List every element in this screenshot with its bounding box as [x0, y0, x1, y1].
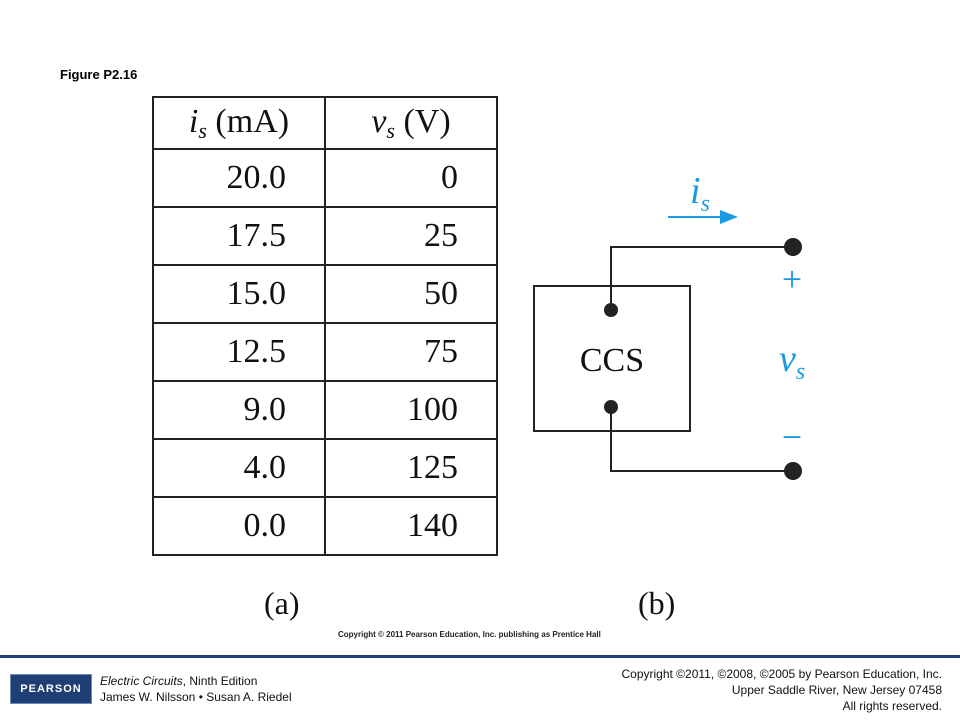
- current-cell: 0.0: [152, 496, 326, 556]
- current-cell: 20.0: [152, 148, 326, 208]
- voltage-cell: 100: [324, 380, 498, 440]
- book-edition: , Ninth Edition: [182, 674, 258, 688]
- header-current: is (mA): [152, 96, 326, 150]
- rights-line-1: Copyright ©2011, ©2008, ©2005 by Pearson…: [621, 667, 942, 681]
- voltage-label: vs: [779, 338, 805, 385]
- plus-sign: +: [782, 259, 802, 299]
- book-info: Electric Circuits, Ninth Edition James W…: [100, 673, 292, 705]
- current-cell: 9.0: [152, 380, 326, 440]
- bottom-wire: [610, 407, 793, 472]
- minus-sign: −: [782, 417, 802, 457]
- current-label: is: [690, 170, 710, 217]
- rights-line-3: All rights reserved.: [842, 699, 942, 713]
- rights-block: Copyright ©2011, ©2008, ©2005 by Pearson…: [621, 666, 942, 714]
- top-terminal: [784, 238, 802, 256]
- current-cell: 12.5: [152, 322, 326, 382]
- caption-b: (b): [638, 585, 676, 621]
- voltage-cell: 0: [324, 148, 498, 208]
- bottom-terminal: [784, 462, 802, 480]
- footer-divider: [0, 655, 960, 658]
- current-cell: 4.0: [152, 438, 326, 498]
- top-wire: [610, 246, 793, 310]
- voltage-cell: 75: [324, 322, 498, 382]
- ccs-circuit-diagram: is CCS + vs −: [533, 170, 805, 480]
- caption-a: (a): [264, 585, 300, 621]
- ccs-label: CCS: [580, 342, 644, 379]
- voltage-cell: 25: [324, 206, 498, 266]
- book-title: Electric Circuits: [100, 674, 183, 688]
- voltage-cell: 125: [324, 438, 498, 498]
- figure-title: Figure P2.16: [60, 67, 138, 82]
- rights-line-2: Upper Saddle River, New Jersey 07458: [731, 683, 942, 697]
- copyright-notice: Copyright © 2011 Pearson Education, Inc.…: [338, 630, 601, 639]
- header-voltage: vs (V): [324, 96, 498, 150]
- table-header-row: is (mA) vs (V): [152, 96, 498, 150]
- voltage-cell: 140: [324, 496, 498, 556]
- box-top-node: [604, 303, 618, 317]
- box-bottom-node: [604, 400, 618, 414]
- current-cell: 15.0: [152, 264, 326, 324]
- pearson-logo: PEARSON: [10, 674, 92, 704]
- current-cell: 17.5: [152, 206, 326, 266]
- book-authors: James W. Nilsson • Susan A. Riedel: [100, 690, 292, 704]
- voltage-cell: 50: [324, 264, 498, 324]
- current-arrow-head: [720, 210, 738, 224]
